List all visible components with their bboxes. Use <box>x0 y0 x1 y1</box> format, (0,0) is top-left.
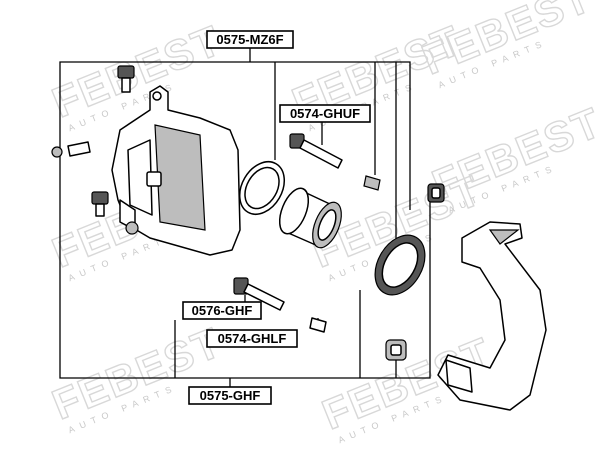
guide-pin-boot-upper <box>363 175 381 191</box>
caliper-bracket <box>437 221 547 411</box>
kit-top-bracket <box>59 61 411 210</box>
caliper-bolt-lower <box>91 191 109 217</box>
label-kit-top: 0575-MZ6F <box>206 30 294 49</box>
label-kit-bottom-text: 0575-GHF <box>200 388 261 403</box>
bolt-assembly <box>233 277 285 311</box>
piston-seal <box>238 161 286 215</box>
kit-bottom-bracket <box>59 160 431 379</box>
watermark-brand: FEBEST <box>426 98 600 208</box>
label-bolt: 0576-GHF <box>182 301 262 320</box>
watermark-brand: FEBEST <box>416 0 598 83</box>
label-guide-pin-lower-text: 0574-GHLF <box>218 331 287 346</box>
label-guide-pin-upper: 0574-GHUF <box>279 104 371 123</box>
watermark-brand: FEBEST <box>46 318 228 428</box>
guide-pin-lower <box>309 317 327 333</box>
bushing-upper <box>427 183 445 203</box>
caliper-bolt-upper <box>117 65 135 93</box>
bushing-lower <box>385 339 407 361</box>
label-bolt-text: 0576-GHF <box>192 303 253 318</box>
label-guide-pin-lower: 0574-GHLF <box>206 329 298 348</box>
dust-seal <box>374 234 426 296</box>
caliper-housing <box>111 85 241 256</box>
label-kit-top-text: 0575-MZ6F <box>216 32 283 47</box>
piston <box>278 187 342 249</box>
label-guide-pin-upper-text: 0574-GHUF <box>290 106 360 121</box>
watermark-brand: FEBEST <box>46 16 228 126</box>
bleeder-screw <box>51 141 91 158</box>
guide-pin-upper <box>289 133 343 169</box>
label-kit-bottom: 0575-GHF <box>188 386 272 405</box>
